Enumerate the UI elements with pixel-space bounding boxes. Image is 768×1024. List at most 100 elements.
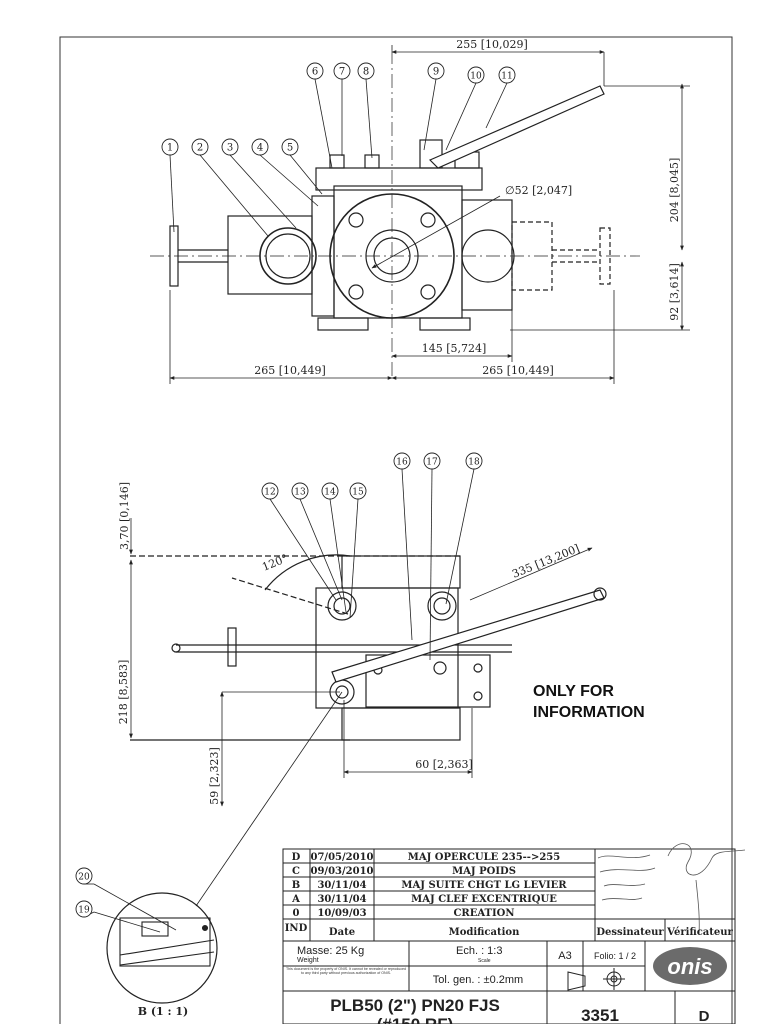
dim-height-upper: 204 [8,045]	[668, 158, 681, 223]
balloon-callout: 9	[423, 62, 445, 151]
balloon-callout: 19	[75, 900, 95, 918]
balloon-callout: 11	[485, 66, 516, 129]
rev-modification: CREATION	[453, 908, 514, 919]
mass-label-en: Weight	[297, 957, 319, 964]
note-line-2: INFORMATION	[533, 704, 645, 721]
balloon-number: 6	[312, 67, 318, 78]
rev-header-ind: IND	[285, 923, 308, 934]
rev-ind: 0	[293, 908, 300, 919]
scale-label: Ech. : 1:3	[456, 945, 502, 957]
balloon-callout: 2	[191, 138, 269, 237]
drawing-title-line1: PLB50 (2") PN20 FJS	[330, 996, 500, 1015]
detail-label: B (1 : 1)	[138, 1005, 189, 1018]
balloon-number: 19	[78, 906, 90, 916]
format-label: A3	[558, 950, 571, 962]
balloon-number: 4	[257, 143, 263, 154]
sheet-border	[59, 36, 733, 1024]
balloon-number: 15	[352, 488, 364, 498]
projection-symbol-icon	[567, 968, 625, 991]
dim-height-lower: 92 [3,614]	[668, 263, 681, 321]
side-dimension-labels: 3,70 [0,146] 120° 335 [13,200] 218 [8,58…	[117, 482, 581, 805]
balloon-number: 11	[501, 72, 512, 82]
top-balloons: 1 2 3 4 5 6 7 8 9 10 11	[161, 62, 516, 237]
property-note-box: This document is the property of ONIS. I…	[285, 967, 407, 976]
only-for-information-note: ONLY FOR INFORMATION	[533, 681, 645, 723]
balloon-callout: 17	[423, 452, 441, 661]
rev-ind: C	[292, 866, 300, 877]
balloon-number: 5	[287, 143, 293, 154]
dim-diameter: ∅52 [2,047]	[505, 184, 572, 197]
balloon-callout: 14	[321, 482, 347, 613]
rev-date: 09/03/2010	[311, 866, 374, 877]
dim-base-width: 60 [2,363]	[415, 758, 473, 771]
balloon-number: 14	[324, 488, 336, 498]
balloon-number: 8	[363, 67, 369, 78]
balloon-callout: 10	[445, 66, 485, 151]
title-block: IND Date Modification Dessinateur Vérifi…	[282, 843, 746, 1024]
balloon-callout: 5	[281, 138, 323, 195]
balloon-number: 3	[227, 143, 233, 154]
onis-logo: onis	[653, 947, 727, 985]
drawing-revision: D	[699, 1008, 710, 1024]
rev-ind: D	[292, 852, 301, 863]
dim-offset-center: 145 [5,724]	[422, 342, 487, 355]
balloon-callout: 13	[291, 482, 343, 601]
balloon-callout: 18	[445, 452, 483, 605]
dim-side-height: 218 [8,583]	[117, 660, 130, 725]
side-view-drawing	[130, 554, 607, 741]
scale-label-en: Scale	[478, 958, 491, 964]
note-line-1: ONLY FOR	[533, 683, 614, 700]
top-dimension-labels: 255 [10,029] 204 [8,045] ∅52 [2,047] 92 …	[254, 38, 681, 377]
rev-date: 07/05/2010	[311, 852, 374, 863]
balloon-number: 2	[197, 143, 203, 154]
balloon-callout: 20	[75, 867, 94, 885]
dim-thickness: 3,70 [0,146]	[118, 482, 131, 550]
balloon-number: 17	[426, 458, 438, 468]
rev-modification: MAJ CLEF EXCENTRIQUE	[411, 894, 557, 905]
dim-half-width-left: 265 [10,449]	[254, 364, 326, 377]
rev-date: 30/11/04	[317, 894, 366, 905]
rev-header-checker: Vérificateur	[666, 927, 733, 938]
balloon-callout: 6	[306, 62, 333, 169]
balloon-callout: 3	[221, 138, 297, 229]
rev-modification: MAJ POIDS	[452, 866, 516, 877]
logo-text: onis	[667, 954, 712, 979]
balloon-number: 10	[470, 72, 482, 82]
balloon-number: 13	[294, 488, 306, 498]
balloon-number: 9	[433, 67, 439, 78]
side-balloons: 12 13 14 15 16 17 18	[261, 452, 483, 661]
balloon-number: 20	[78, 873, 90, 883]
balloon-callout: 8	[357, 62, 375, 159]
balloon-number: 12	[264, 488, 275, 498]
balloon-callout: 1	[161, 138, 179, 233]
balloon-number: 18	[468, 458, 480, 468]
balloon-callout: 7	[333, 62, 351, 156]
balloon-number: 16	[396, 458, 408, 468]
dim-overall-width: 255 [10,029]	[456, 38, 528, 51]
rev-modification: MAJ OPERCULE 235-->255	[408, 852, 560, 863]
rev-header-date: Date	[329, 927, 355, 938]
dim-base-height: 59 [2,323]	[208, 747, 221, 805]
side-dimension-lines	[129, 518, 593, 907]
balloon-number: 1	[167, 143, 173, 154]
dim-half-width-right: 265 [10,449]	[482, 364, 554, 377]
rev-date: 10/09/03	[317, 908, 366, 919]
folio-label: Folio: 1 / 2	[594, 951, 636, 961]
balloon-callout: 15	[349, 482, 367, 619]
top-view-drawing	[150, 50, 640, 380]
signature-scribbles	[597, 843, 746, 936]
balloon-callout: 4	[251, 138, 319, 207]
property-note: This document is the property of ONIS. I…	[285, 967, 407, 976]
balloon-callout: 16	[393, 452, 413, 641]
rev-ind: A	[291, 894, 300, 905]
dim-lever-length: 335 [13,200]	[510, 542, 581, 581]
drawing-title-line2: (#150 RF)	[377, 1015, 454, 1024]
mass-label: Masse: 25 Kg	[297, 945, 364, 957]
drawing-number: 3351	[581, 1006, 619, 1024]
rev-ind: B	[292, 880, 300, 891]
rev-date: 30/11/04	[317, 880, 366, 891]
